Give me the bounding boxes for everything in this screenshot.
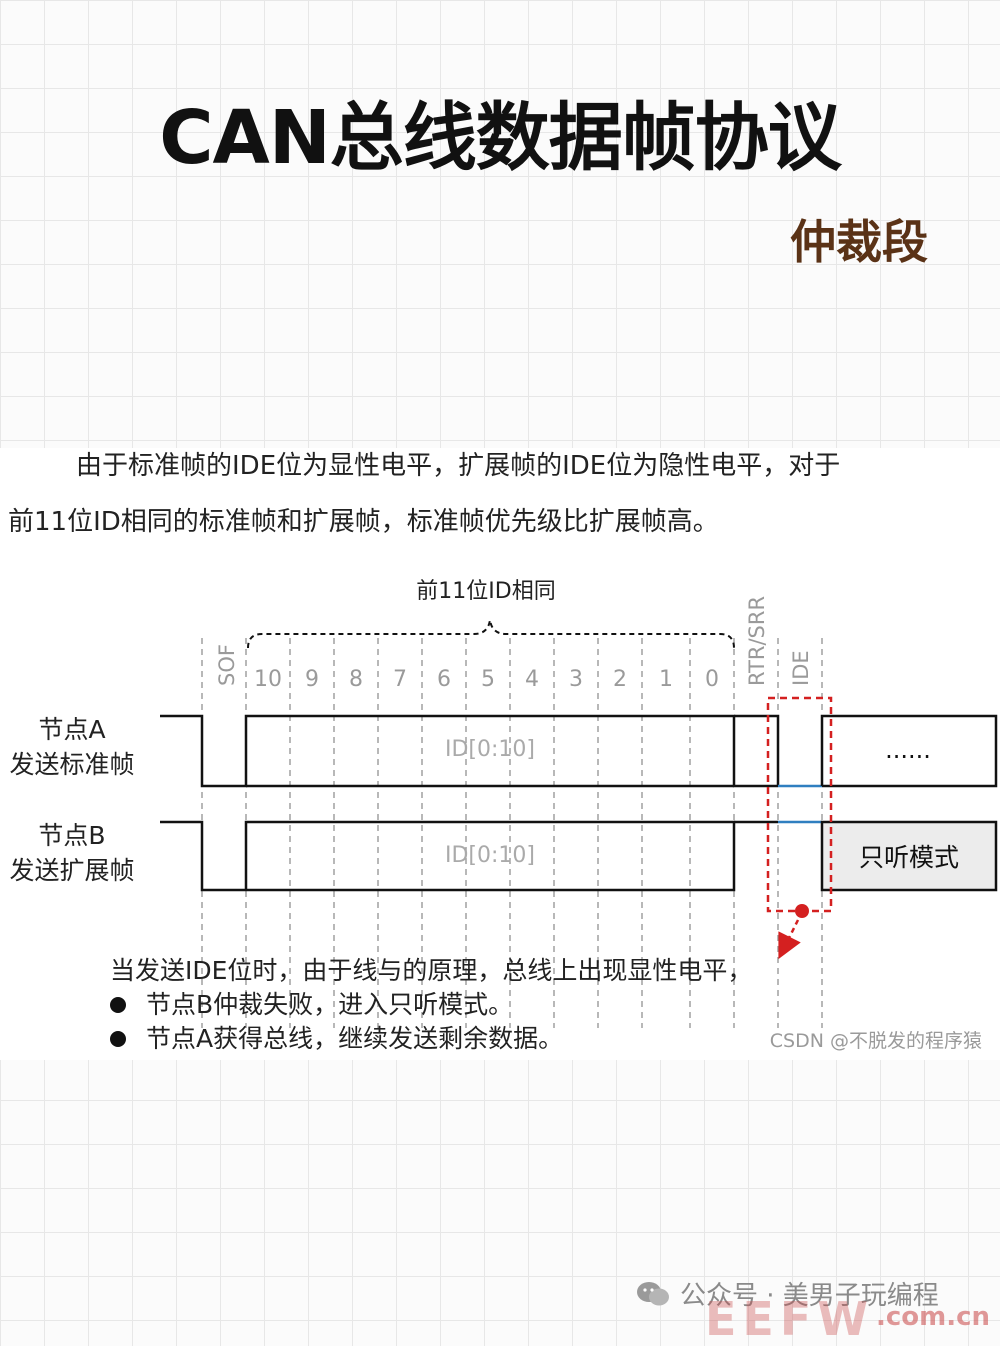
node-a-label-1: 节点A [38, 715, 105, 744]
source-watermark: CSDN @不脱发的程序猿 [769, 1030, 982, 1052]
continue-box-label: ...... [885, 736, 931, 764]
highlight-pointer-dot [795, 904, 809, 918]
bullet-dot-icon [110, 997, 126, 1013]
content-panel: 由于标准帧的IDE位为显性电平，扩展帧的IDE位为隐性电平，对于 前11位ID相… [0, 448, 1000, 1060]
node-b-id-field: ID[0:10] [445, 843, 535, 868]
node-b-label-1: 节点B [38, 821, 105, 850]
explanation-notes: 当发送IDE位时，由于线与的原理，总线上出现显性电平， 节点B仲裁失败，进入只听… [110, 954, 752, 1056]
bit-number-label: 2 [613, 667, 627, 692]
node-a-label-2: 发送标准帧 [9, 750, 134, 779]
note-bullet-2: 节点A获得总线，继续发送剩余数据。 [110, 1022, 752, 1056]
node-a-id-field: ID[0:10] [445, 737, 535, 762]
node-b-waveform [160, 820, 736, 892]
bit-number-label: 8 [349, 667, 363, 692]
footer-text: 公众号 · 美男子玩编程 [680, 1281, 939, 1311]
logo-domain: .com.cn [875, 1302, 990, 1332]
listen-mode-label: 只听模式 [859, 843, 959, 872]
site-logo: EEFW .com.cn [705, 1292, 1000, 1346]
bit-number-label: 4 [525, 667, 539, 692]
footer-account: 公众号 · 美男子玩编程 [636, 1275, 939, 1312]
ide-highlight-box [766, 696, 833, 913]
logo-letters: EEFW [705, 1292, 875, 1346]
bit-number-label: 6 [437, 667, 451, 692]
node-a-waveform [160, 714, 778, 788]
note-bullet-2-text: 节点A获得总线，继续发送剩余数据。 [146, 1024, 564, 1053]
ide-label: IDE [789, 650, 813, 686]
notes-intro: 当发送IDE位时，由于线与的原理，总线上出现显性电平， [110, 956, 753, 985]
bit-number-label: 5 [481, 667, 495, 692]
sof-label: SOF [215, 644, 239, 686]
note-bullet-1: 节点B仲裁失败，进入只听模式。 [110, 988, 752, 1022]
bit-number-label: 10 [254, 667, 282, 692]
wechat-icon [637, 1281, 669, 1305]
listen-mode-box [820, 820, 998, 892]
bit-number-label: 0 [705, 667, 719, 692]
bit-number-label: 1 [659, 667, 673, 692]
bit-boundary-lines [201, 638, 823, 1028]
node-a-rtr [734, 714, 780, 786]
node-a-continue-box [820, 714, 998, 788]
node-b-label-2: 发送扩展帧 [9, 856, 134, 885]
brace-label: 前11位ID相同 [416, 579, 555, 604]
rtr-srr-label: RTR/SRR [745, 596, 769, 686]
bit-number-label: 7 [393, 667, 407, 692]
section-subtitle: 仲裁段 [790, 215, 928, 269]
bit-number-label: 3 [569, 667, 583, 692]
bullet-dot-icon [110, 1031, 126, 1047]
paragraph-line-2: 前11位ID相同的标准帧和扩展帧，标准帧优先级比扩展帧高。 [8, 507, 719, 537]
note-bullet-1-text: 节点B仲裁失败，进入只听模式。 [146, 990, 514, 1019]
id-brace [247, 619, 735, 649]
page-title: CAN总线数据帧协议 [159, 95, 842, 181]
paragraph-line-1: 由于标准帧的IDE位为显性电平，扩展帧的IDE位为隐性电平，对于 [76, 451, 841, 481]
bit-number-label: 9 [305, 667, 319, 692]
highlight-arrow [778, 919, 801, 960]
